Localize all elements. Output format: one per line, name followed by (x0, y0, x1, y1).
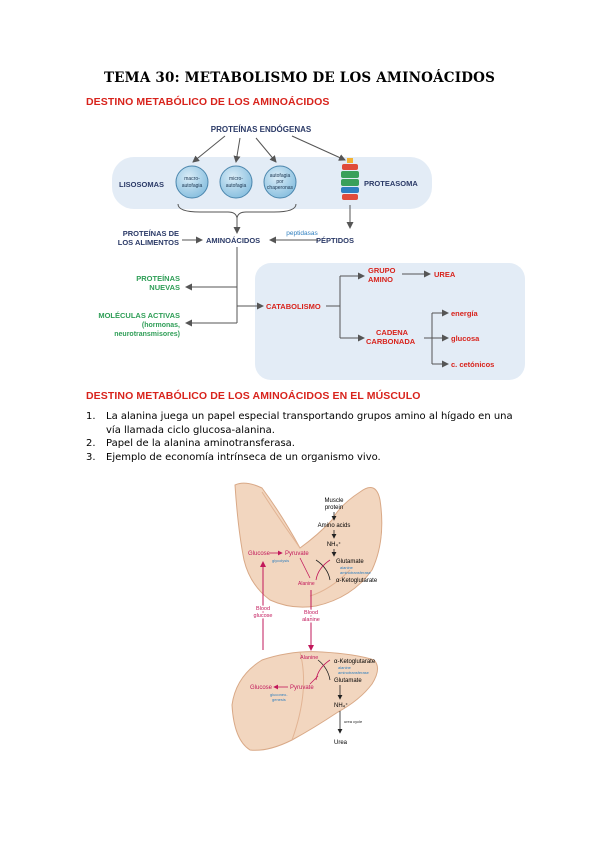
muscle-protein-label-1: Muscle (324, 498, 344, 504)
glutamate-bottom-label: Glutamate (334, 678, 362, 684)
amino-group-label-1: GRUPO (368, 266, 396, 275)
carbon-chain-label-2: CARBONADA (366, 337, 416, 346)
urea-cycle-label: urea cycle (344, 719, 363, 724)
amino-group-label-2: AMINO (368, 275, 393, 284)
proteasome-label: PROTEASOMA (364, 179, 418, 188)
peptides-label: PÉPTIDOS (316, 236, 354, 245)
blood-glucose-label-1: Blood (256, 606, 270, 612)
gluconeogenesis-label-1: gluconeo- (270, 692, 288, 697)
glucose-bottom-label: Glucose (250, 685, 273, 691)
list-item: 3. Ejemplo de economía intrínseca de un o… (86, 451, 526, 465)
key-points-list: 1. La alanina juega un papel especial tra… (86, 410, 526, 464)
proteasome-icon (341, 158, 359, 200)
glucose-top-label: Glucose (248, 551, 271, 557)
ammonium-top-label: NH₄⁺ (327, 541, 341, 548)
list-text: La alanina juega un papel especial trans… (106, 411, 513, 436)
urea-bottom-label: Urea (334, 740, 348, 746)
liver-illustration (231, 651, 378, 751)
chap-label-1: autofagia (270, 173, 291, 179)
chaperone-autophagy-ball (263, 165, 297, 199)
pyruvate-bottom-label: Pyruvate (290, 685, 314, 691)
energy-label: energía (451, 309, 479, 318)
ammonium-bottom-label: NH₄⁺ (334, 702, 348, 709)
macro-label-1: macro- (184, 176, 200, 182)
page-title: TEMA 30: METABOLISMO DE LOS AMINOÁCIDOS (103, 70, 496, 86)
gluconeogenesis-label-2: genesis (272, 697, 286, 702)
list-text: Ejemplo de economía intrínseca de un org… (106, 451, 381, 463)
section-heading-destino: DESTINO METABÓLICO DE LOS AMINOÁCIDOS (86, 96, 330, 108)
catabolism-panel (255, 263, 525, 380)
list-item: 2. Papel de la alanina aminotransferasa. (86, 437, 526, 451)
enzyme-bottom-label-1: alanine (338, 665, 352, 670)
ketone-bodies-label: c. cetónicos (451, 360, 494, 369)
urea-label: UREA (434, 270, 456, 279)
list-item: 1. La alanina juega un papel especial tra… (86, 410, 526, 437)
lysosomes-label: LISOSOMAS (119, 180, 164, 189)
alanine-top-label: Alanine (298, 581, 315, 587)
endogenous-proteins-label: PROTEÍNAS ENDÓGENAS (211, 125, 312, 134)
micro-label-2: autofagia (226, 183, 247, 189)
amino-acids-label: AMINOÁCIDOS (206, 236, 260, 245)
amino-acids-label: Amino acids (318, 523, 351, 529)
active-molecules-label-2: (hormonas, (142, 322, 180, 329)
peptidases-label: peptidasas (286, 230, 318, 237)
glutamate-top-label: Glutamate (336, 559, 364, 565)
glycolysis-label: glycolysis (272, 558, 289, 563)
microautophagy-ball (219, 165, 253, 199)
ketoglutarate-bottom-label: α-Ketoglutarate (334, 659, 376, 665)
new-proteins-label-1: PROTEÍNAS (136, 274, 180, 283)
ketoglutarate-top-label: α-Ketoglutarate (336, 578, 378, 584)
chap-label-3: chaperonas (267, 185, 294, 191)
new-proteins-label-2: NUEVAS (149, 283, 180, 292)
blood-alanine-label-2: alanine (302, 617, 320, 623)
enzyme-top-label-1: alanine (340, 565, 354, 570)
carbon-chain-label-1: CADENA (376, 328, 409, 337)
muscle-protein-label-2: protein (325, 505, 343, 511)
list-number: 1. (86, 411, 96, 422)
macroautophagy-ball (175, 165, 209, 199)
alanine-bottom-label: Alanine (300, 655, 318, 661)
blood-glucose-label-2: glucose (254, 613, 273, 619)
section-heading-muscle: DESTINO METABÓLICO DE LOS AMINOÁCIDOS EN… (86, 390, 421, 402)
enzyme-top-label-2: aminotransferase (340, 570, 372, 575)
list-number: 2. (86, 438, 96, 449)
list-number: 3. (86, 451, 96, 463)
arm-muscle-illustration (234, 482, 383, 608)
enzyme-bottom-label-2: aminotransferase (338, 670, 370, 675)
food-proteins-label-2: LOS ALIMENTOS (118, 238, 179, 247)
blood-alanine-label-1: Blood (304, 610, 318, 616)
micro-label-1: micro- (229, 176, 243, 182)
chap-label-2: por (276, 179, 284, 185)
macro-label-2: autofagia (182, 183, 203, 189)
active-molecules-label-1: MOLÉCULAS ACTIVAS (98, 311, 180, 320)
pyruvate-top-label: Pyruvate (285, 551, 309, 557)
glucose-label: glucosa (451, 334, 480, 343)
active-molecules-label-3: neurotransmisores) (114, 331, 180, 338)
food-proteins-label-1: PROTEÍNAS DE (123, 229, 179, 238)
catabolism-label: CATABOLISMO (266, 302, 321, 311)
amino-acid-fate-diagram: PROTEÍNAS ENDÓGENAS LISOSOMAS macro- aut… (98, 125, 525, 380)
list-text: Papel de la alanina aminotransferasa. (106, 438, 295, 449)
